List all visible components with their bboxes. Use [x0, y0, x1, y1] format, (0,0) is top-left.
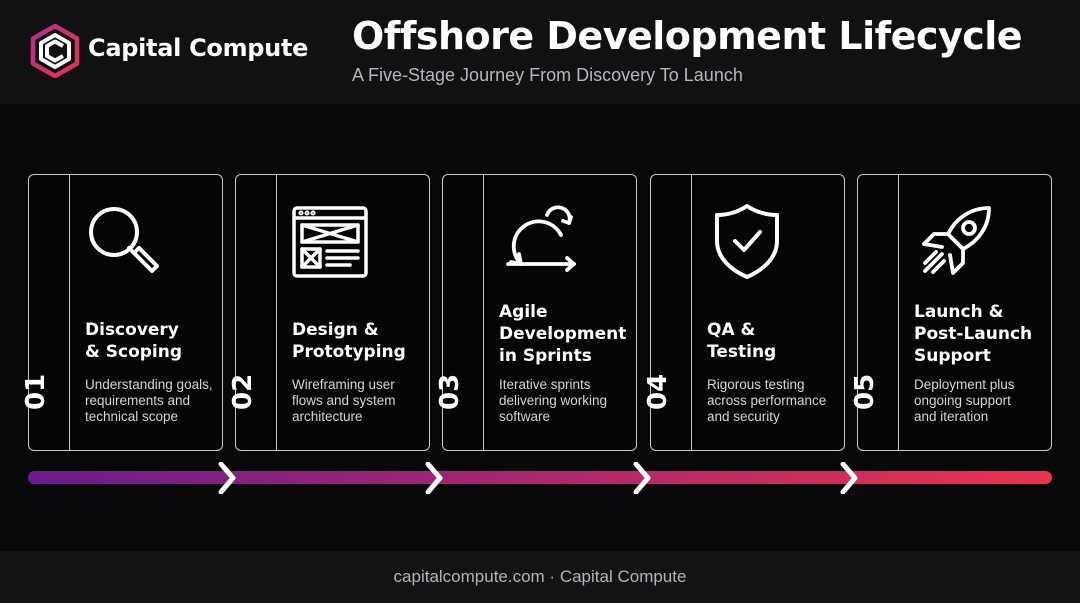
progress-bar — [28, 471, 1052, 484]
shield-check-icon — [707, 201, 787, 281]
chevron-right-icon — [218, 462, 236, 494]
stage-card-qa-testing: 04 QA & Testing Rigorous testing across … — [643, 174, 845, 451]
page-title: Offshore Development Lifecycle — [352, 14, 1023, 58]
stage-description: Iterative sprints delivering working sof… — [499, 377, 608, 424]
stage-card-agile-development: 03 Agile Development in Sprints Iterativ… — [435, 174, 637, 451]
chevron-right-icon — [633, 462, 651, 494]
capital-compute-logo-icon — [30, 24, 80, 78]
stage-number-column: 01 — [21, 175, 70, 450]
stage-title: Agile Development in Sprints — [499, 302, 627, 366]
stage-description: Understanding goals, requirements and te… — [85, 377, 213, 424]
stage-number-column: 02 — [228, 175, 277, 450]
footer-text: capitalcompute.com · Capital Compute — [393, 567, 687, 586]
stage-number-column: 05 — [850, 175, 899, 450]
footer-bar: capitalcompute.com · Capital Compute — [0, 551, 1080, 603]
stage-number: 04 — [643, 373, 673, 410]
stage-description: Rigorous testing across performance and … — [707, 377, 827, 424]
stage-description: Wireframing user flows and system archit… — [292, 377, 396, 424]
progress-track — [28, 462, 1052, 494]
stage-number-column: 03 — [435, 175, 484, 450]
stage-card-discovery: 01 Discovery & Scoping Understanding goa… — [21, 174, 223, 451]
stage-title: Discovery & Scoping — [85, 320, 183, 362]
stage-number-column: 04 — [643, 175, 692, 450]
wireframe-icon — [290, 201, 370, 281]
header-bar: Capital Compute Offshore Development Lif… — [0, 0, 1080, 104]
stage-number: 01 — [21, 373, 51, 410]
stage-card-design: 02 Design & Prototyping Wireframing user… — [228, 174, 430, 451]
rocket-icon — [916, 201, 996, 281]
stage-number: 02 — [228, 373, 258, 410]
chevron-right-icon — [840, 462, 858, 494]
stage-card-launch-support: 05 Launch & Post-Launch Support Deployme… — [850, 174, 1052, 451]
magnifier-icon — [79, 201, 159, 281]
stage-number: 03 — [435, 373, 465, 410]
stage-description: Deployment plus ongoing support and iter… — [914, 377, 1015, 424]
stage-title: QA & Testing — [707, 320, 777, 362]
cycle-arrows-icon — [501, 201, 581, 281]
page-subtitle: A Five-Stage Journey From Discovery To L… — [352, 65, 743, 85]
stage-title: Design & Prototyping — [292, 320, 406, 362]
chevron-right-icon — [425, 462, 443, 494]
stage-title: Launch & Post-Launch Support — [914, 302, 1033, 366]
brand-name: Capital Compute — [88, 34, 309, 62]
stage-number: 05 — [850, 373, 880, 410]
